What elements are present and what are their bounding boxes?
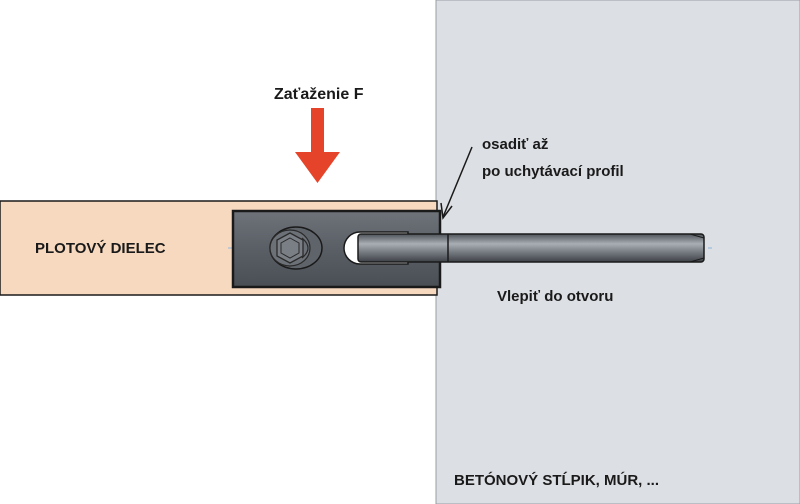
load-label: Zaťaženie F (274, 86, 364, 103)
threaded-rod (357, 233, 705, 263)
post-label: BETÓNOVÝ STĹPIK, MÚR, ... (454, 471, 659, 489)
glue-label: Vlepiť do otvoru (497, 288, 613, 305)
panel-label: PLOTOVÝ DIELEC (35, 239, 166, 257)
install-pointer-icon (440, 146, 473, 220)
install-note-line1: osadiť až (482, 136, 548, 153)
hex-nut-icon (269, 226, 323, 270)
load-arrow-icon (295, 108, 340, 183)
install-note-line2: po uchytávací profil (482, 163, 624, 180)
